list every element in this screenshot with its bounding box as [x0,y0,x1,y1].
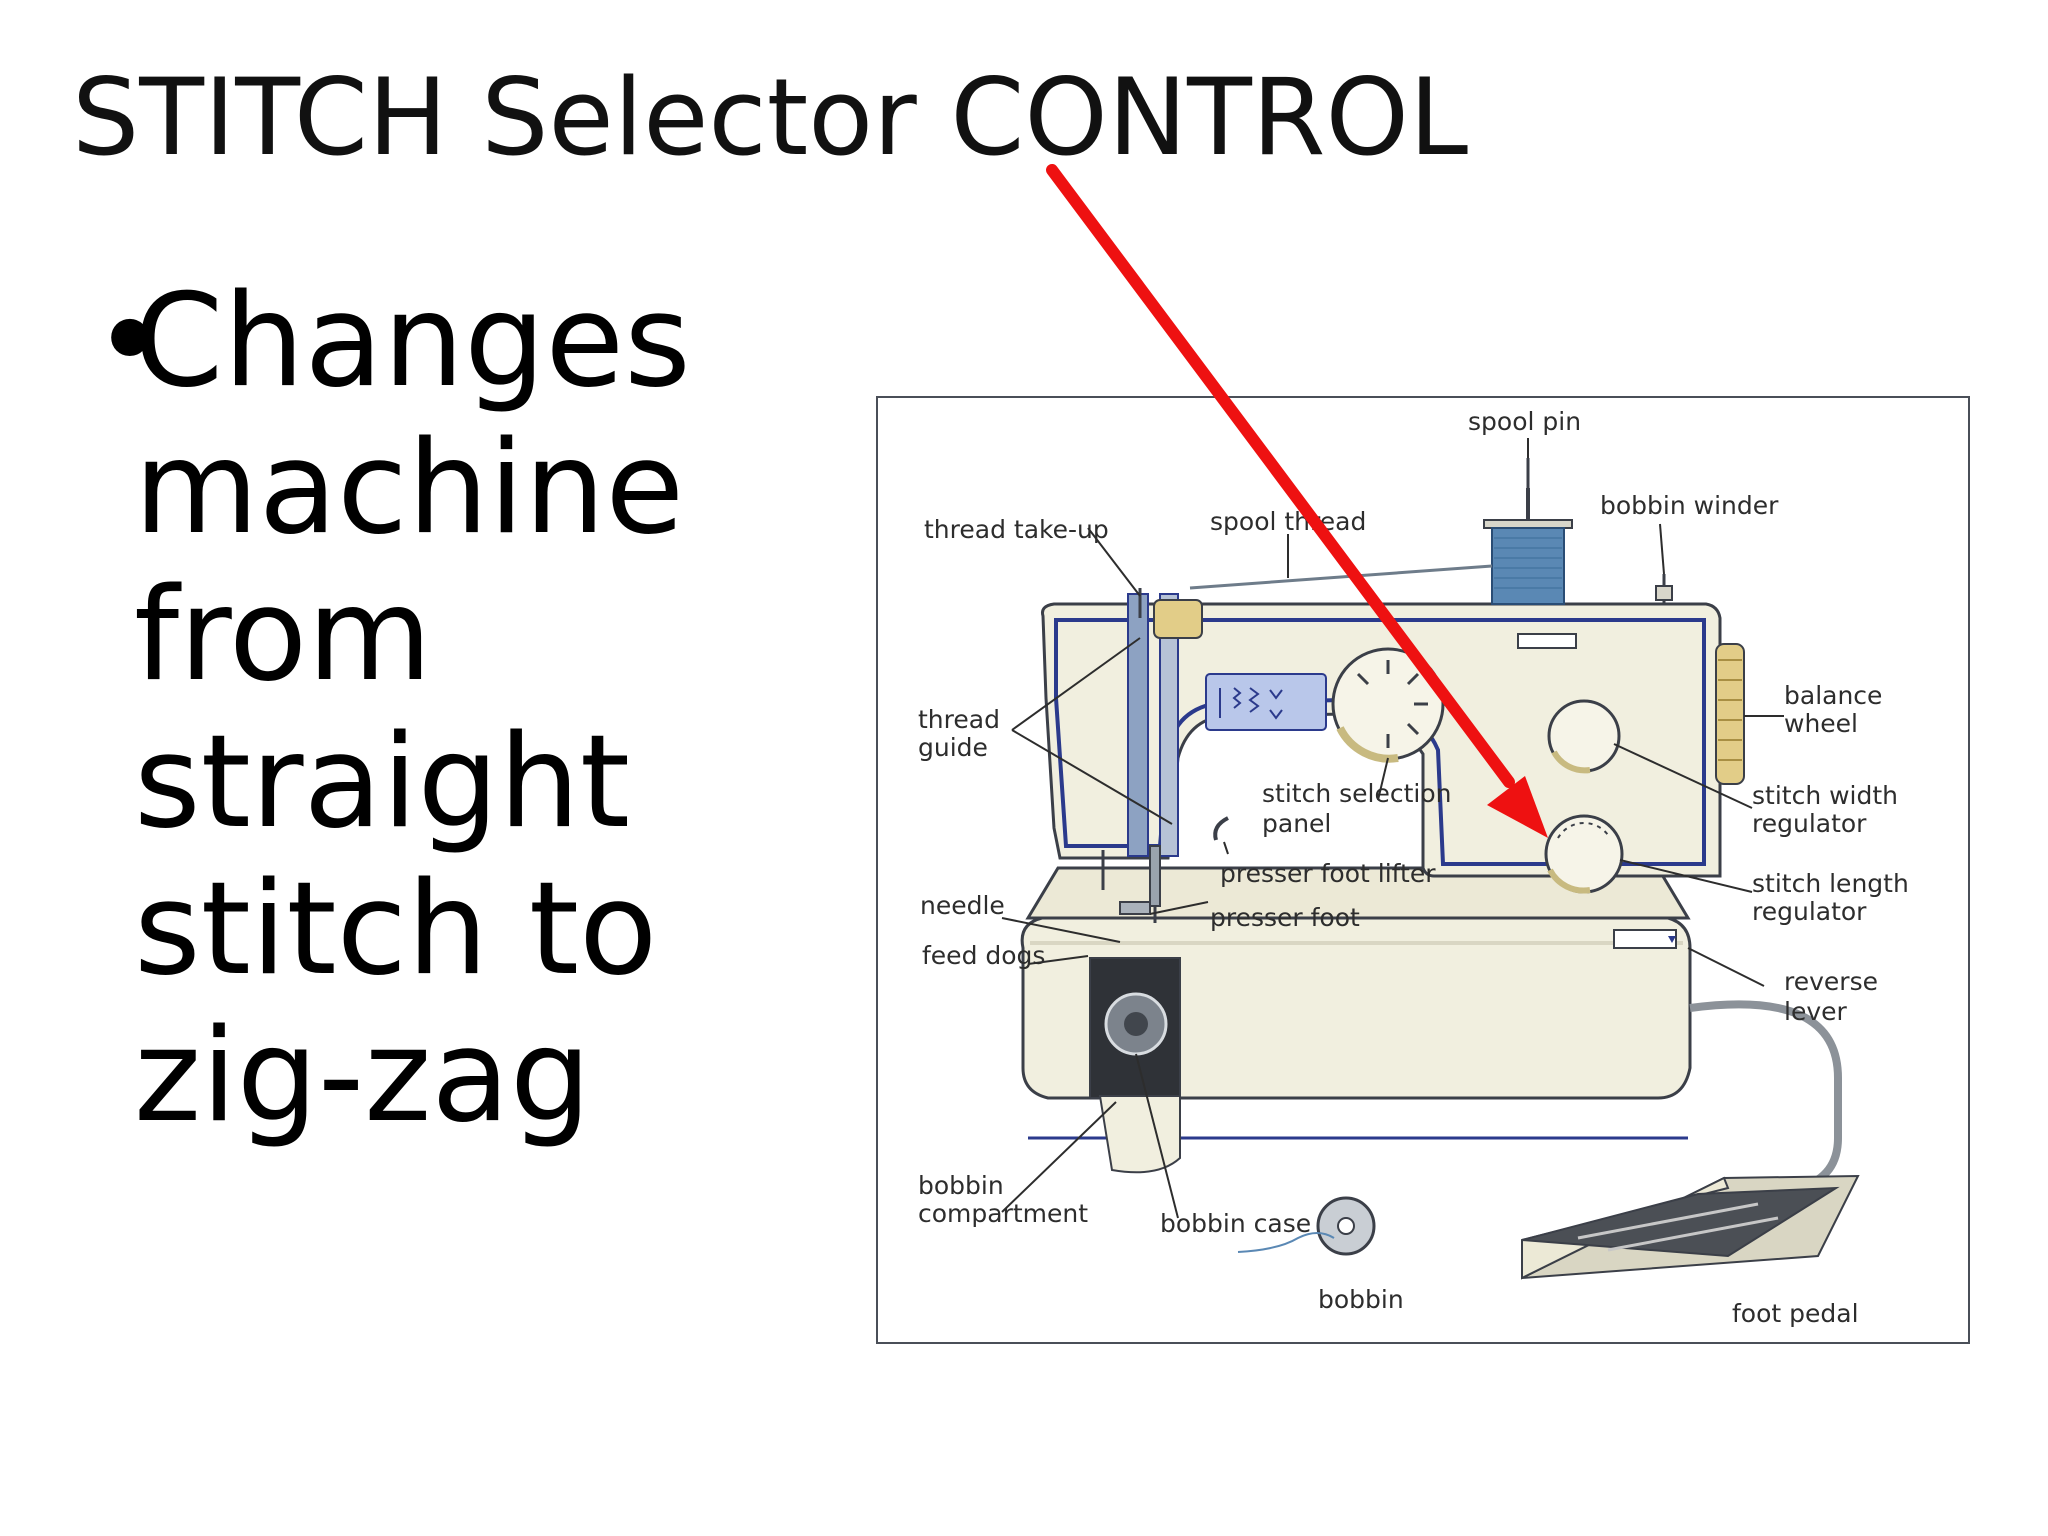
top-slot [1517,633,1577,649]
stitch-selection-panel-graphic [1205,673,1327,731]
stitch-length-dial [1544,814,1624,894]
label-stitch-selection-panel-line2: panel [1262,809,1331,838]
label-balance-wheel-line2: wheel [1784,709,1858,738]
bullet-line: machine [134,414,685,563]
bullet-line: Changes [134,267,691,416]
bobbin-compartment-graphic [1089,957,1181,1174]
spool-graphic [1189,458,1573,605]
label-bobbin-winder: bobbin winder [1600,491,1779,520]
slide-title: STITCH Selector CONTROL [72,56,1469,179]
label-stitch-selection-panel-line1: stitch selection [1262,779,1451,808]
bobbin-graphic [1237,1196,1376,1256]
bobbin-winder-graphic [1655,574,1673,604]
arrow-head [1487,776,1548,838]
label-bobbin-case: bobbin case [1160,1209,1311,1238]
thread-take-up-graphic [1127,588,1203,857]
label-stitch-length-regulator-line1: stitch length [1752,869,1909,898]
label-presser-foot: presser foot [1210,903,1360,932]
label-bobbin-compartment-line1: bobbin [918,1171,1004,1200]
label-reverse-lever-line1: reverse [1784,967,1878,996]
label-presser-foot-lifter: presser foot lifter [1220,859,1436,888]
label-thread-guide-line2: guide [918,733,988,762]
bullet-line: from [134,561,432,710]
needle-assembly [1101,845,1161,923]
reverse-lever-graphic [1613,929,1677,949]
label-bobbin: bobbin [1318,1285,1404,1314]
pedal-cord [1689,1000,1842,1192]
label-balance-wheel-line1: balance [1784,681,1882,710]
presser-foot-lifter-graphic [1213,816,1229,841]
label-spool-thread: spool thread [1210,507,1366,536]
balance-wheel-graphic [1715,643,1745,785]
label-spool-pin: spool pin [1468,407,1581,436]
label-thread-guide-line1: thread [918,705,1000,734]
bullet-text: Changes machine from straight stitch to … [134,268,691,1150]
label-stitch-length-regulator-line2: regulator [1752,897,1867,926]
sewing-machine-illustration: spool pin bobbin winder thread take-up s… [918,407,1909,1328]
diagram-labels: spool pin bobbin winder thread take-up s… [918,407,1909,1328]
foot-pedal-graphic [1521,1174,1860,1280]
leader-lines [1001,438,1784,1219]
label-stitch-width-regulator-line2: regulator [1752,809,1867,838]
bullet-line: straight [134,708,631,857]
label-needle: needle [920,891,1005,920]
bullet-line: zig-zag [134,1002,592,1151]
sewing-machine-diagram: spool pin bobbin winder thread take-up s… [876,396,1970,1344]
label-reverse-lever-line2: lever [1784,997,1848,1026]
label-bobbin-compartment-line2: compartment [918,1199,1088,1228]
bullet-dot: • [92,267,168,416]
label-foot-pedal: foot pedal [1732,1299,1859,1328]
label-feed-dogs: feed dogs [922,941,1045,970]
arrow-shaft [1046,164,1515,788]
label-stitch-width-regulator-line1: stitch width [1752,781,1898,810]
bullet-line: stitch to [134,855,658,1004]
stitch-width-dial [1547,699,1621,774]
label-thread-take-up: thread take-up [924,515,1109,544]
